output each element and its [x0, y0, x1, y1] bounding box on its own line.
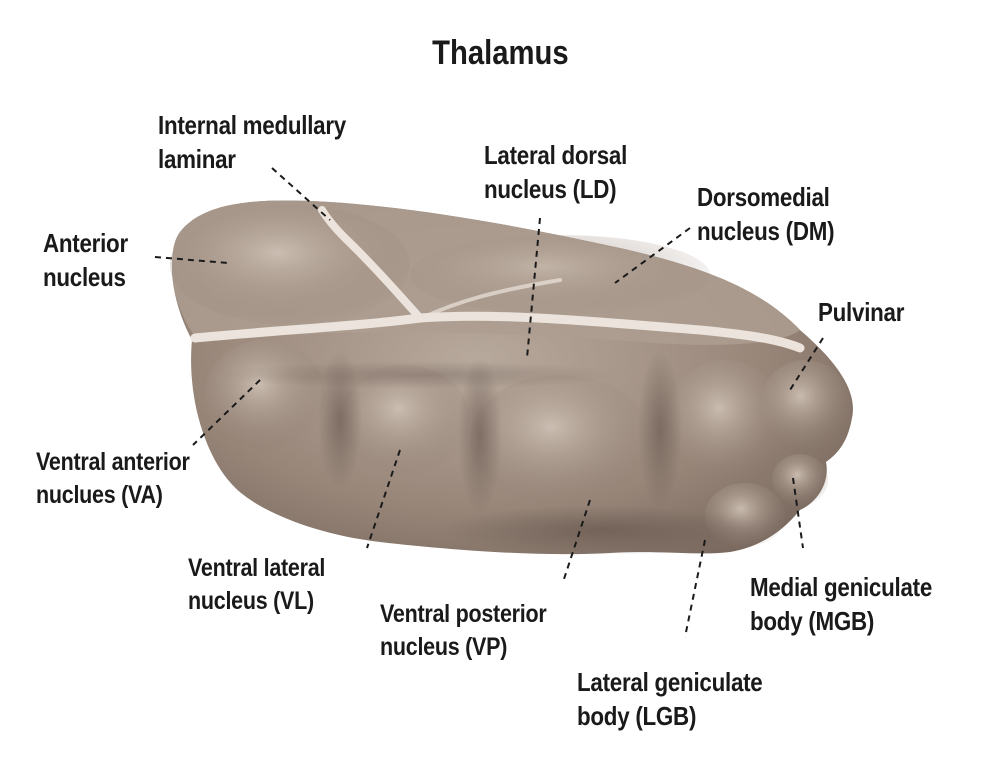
label-ventral-lateral: Ventral lateral nucleus (VL)	[188, 554, 326, 615]
label-ventral-posterior: Ventral posterior nucleus (VP)	[380, 600, 547, 661]
label-lateral-dorsal: Lateral dorsal nucleus (LD)	[484, 140, 628, 204]
label-pulvinar: Pulvinar	[818, 297, 905, 327]
leader-ventral-anterior	[192, 379, 261, 446]
leader-anterior	[154, 256, 229, 264]
leader-lines	[154, 167, 824, 638]
diagram-title: Thalamus	[431, 34, 569, 72]
label-medial-geniculate: Medial geniculate body (MGB)	[750, 572, 932, 636]
leader-dorsomedial	[614, 227, 691, 284]
leader-internal-medullary	[271, 167, 331, 221]
internal-medullary-lamina	[190, 311, 805, 353]
label-lateral-geniculate: Lateral geniculate body (LGB)	[577, 667, 763, 731]
leader-medial-geniculate	[792, 477, 804, 549]
leader-lateral-geniculate	[684, 539, 706, 638]
label-anterior: Anterior nucleus	[43, 228, 128, 292]
leader-lateral-dorsal	[526, 217, 541, 359]
leader-ventral-posterior	[562, 499, 591, 583]
label-ventral-anterior: Ventral anterior nuclues (VA)	[36, 448, 190, 509]
label-dorsomedial: Dorsomedial nucleus (DM)	[697, 182, 835, 246]
label-internal-medullary: Internal medullary laminar	[158, 110, 346, 174]
